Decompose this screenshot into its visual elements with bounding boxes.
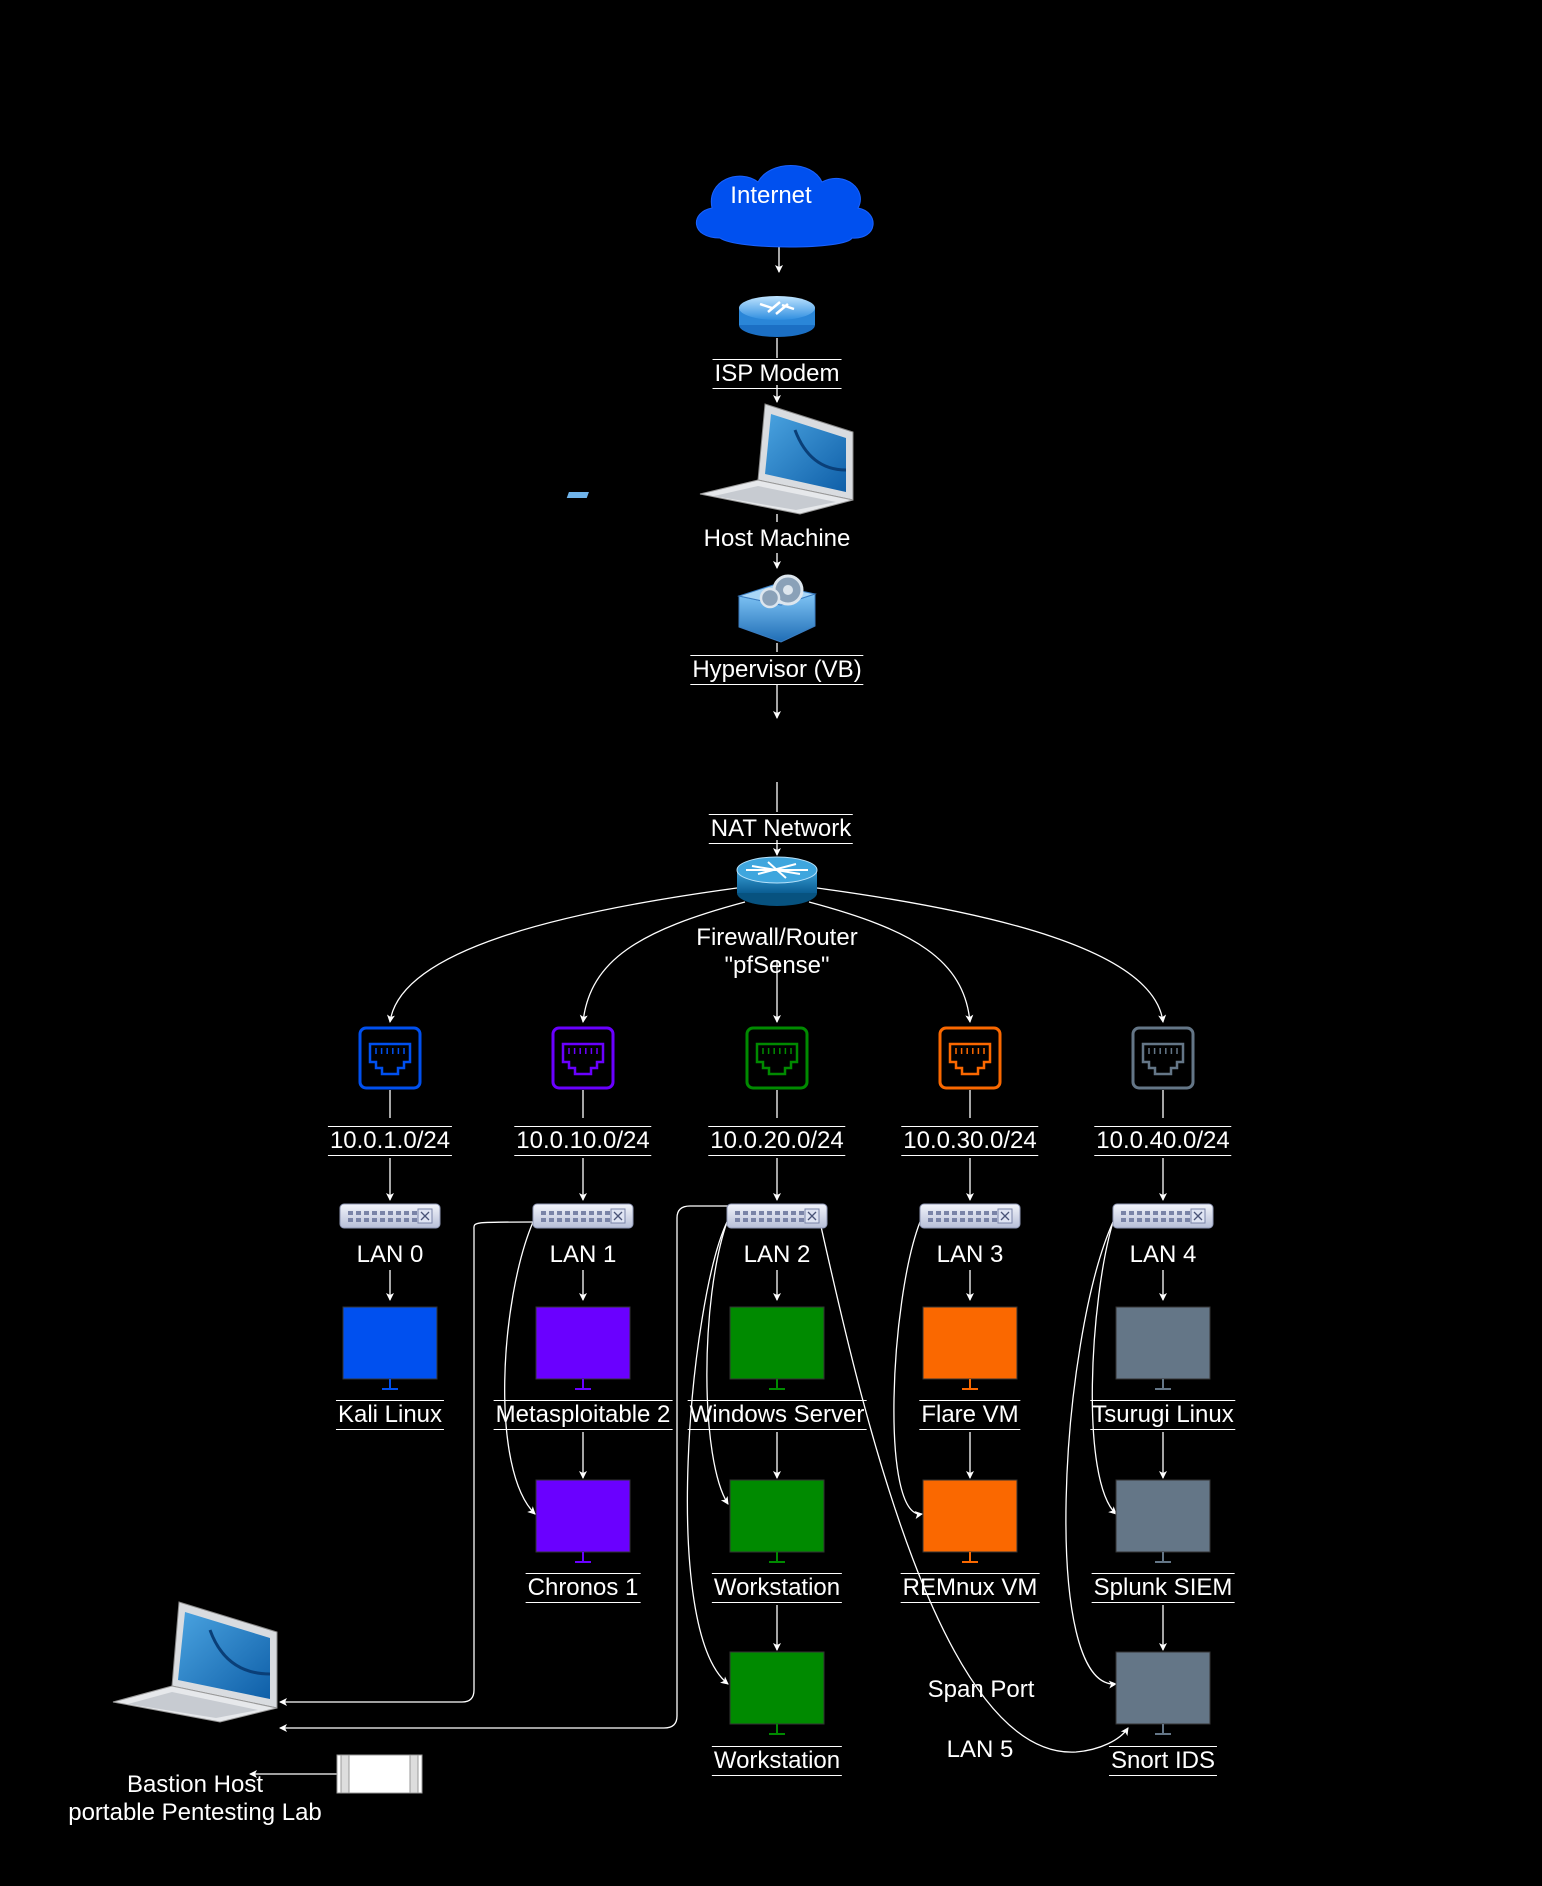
firewall-label: Firewall/Router "pfSense" bbox=[696, 924, 857, 980]
monitor-icon bbox=[922, 1479, 1018, 1563]
connector-line bbox=[706, 1221, 729, 1505]
subnet-label: 10.0.30.0/24 bbox=[901, 1126, 1039, 1156]
host-label: Splunk SIEM bbox=[1091, 1573, 1235, 1603]
connector-line bbox=[504, 1221, 536, 1515]
bastion-host-name: Bastion Host bbox=[126, 1771, 264, 1798]
connector-line bbox=[279, 1221, 534, 1706]
lan-1 bbox=[532, 1026, 634, 1563]
lan-3 bbox=[919, 1026, 1021, 1563]
host-label: Workstation bbox=[711, 1573, 843, 1603]
connector-line bbox=[1065, 1221, 1117, 1689]
host-machine-label: Host Machine bbox=[703, 525, 851, 552]
ethernet-port-icon bbox=[551, 1026, 615, 1090]
connector-line bbox=[579, 901, 746, 1023]
isp-modem-label: ISP Modem bbox=[712, 359, 842, 389]
hypervisor-label: Hypervisor (VB) bbox=[690, 655, 864, 685]
connector-line bbox=[808, 901, 974, 1023]
subnet-label: 10.0.20.0/24 bbox=[708, 1126, 846, 1156]
network-switch-icon bbox=[726, 1203, 828, 1229]
host-label: Tsurugi Linux bbox=[1090, 1400, 1236, 1430]
firewall-software: "pfSense" bbox=[724, 952, 830, 979]
lan5-label: LAN 5 bbox=[947, 1736, 1014, 1763]
host-label: Chronos 1 bbox=[525, 1573, 641, 1603]
router-icon bbox=[739, 296, 815, 337]
span-port-label: Span Port bbox=[928, 1676, 1035, 1703]
host-label: Workstation bbox=[711, 1746, 843, 1776]
monitor-icon bbox=[1115, 1651, 1211, 1735]
ethernet-port-icon bbox=[1131, 1026, 1195, 1090]
connector-line bbox=[387, 887, 738, 1023]
network-switch-icon bbox=[919, 1203, 1021, 1229]
monitor-icon bbox=[535, 1479, 631, 1563]
connector-line bbox=[816, 887, 1167, 1023]
usb-drive-icon bbox=[336, 1754, 423, 1794]
hypervisor-icon bbox=[737, 574, 817, 643]
ethernet-port-icon bbox=[938, 1026, 1002, 1090]
switch-label: LAN 1 bbox=[549, 1241, 617, 1268]
host-label: Windows Server bbox=[687, 1400, 867, 1430]
host-label: Metasploitable 2 bbox=[493, 1400, 673, 1430]
connector-lines bbox=[249, 244, 1167, 1778]
lan-0 bbox=[339, 1026, 441, 1390]
nat-network-label: NAT Network bbox=[708, 814, 854, 844]
subnet-label: 10.0.10.0/24 bbox=[514, 1126, 652, 1156]
monitor-icon bbox=[1115, 1306, 1211, 1390]
internet-label: Internet bbox=[730, 182, 812, 209]
monitor-icon bbox=[1115, 1479, 1211, 1563]
host-label: Kali Linux bbox=[335, 1400, 445, 1430]
connector-line bbox=[279, 1205, 735, 1732]
bastion-host-label: Bastion Host portable Pentesting Lab bbox=[68, 1771, 322, 1827]
switch-label: LAN 0 bbox=[356, 1241, 424, 1268]
lan-2 bbox=[726, 1026, 828, 1735]
network-switch-icon bbox=[532, 1203, 634, 1229]
subnet-label: 10.0.40.0/24 bbox=[1094, 1126, 1232, 1156]
firewall-name: Firewall/Router bbox=[696, 924, 858, 951]
switch-label: LAN 4 bbox=[1129, 1241, 1197, 1268]
connector-line bbox=[819, 1221, 1129, 1753]
monitor-icon bbox=[535, 1306, 631, 1390]
ethernet-port-icon bbox=[358, 1026, 422, 1090]
firewall-router-icon bbox=[736, 856, 818, 906]
network-switch-icon bbox=[1112, 1203, 1214, 1229]
monitor-icon bbox=[729, 1306, 825, 1390]
subnet-label: 10.0.1.0/24 bbox=[327, 1126, 453, 1156]
cloud-icon bbox=[695, 165, 874, 248]
laptop-icon bbox=[566, 403, 854, 515]
host-label: REMnux VM bbox=[900, 1573, 1040, 1603]
switch-label: LAN 3 bbox=[936, 1241, 1004, 1268]
connector-line bbox=[1091, 1221, 1117, 1515]
lan-4 bbox=[1112, 1026, 1214, 1735]
host-label: Snort IDS bbox=[1108, 1746, 1218, 1776]
monitor-icon bbox=[342, 1306, 438, 1390]
monitor-icon bbox=[729, 1651, 825, 1735]
connector-line bbox=[686, 1221, 729, 1685]
laptop-icon bbox=[112, 1601, 278, 1723]
network-switch-icon bbox=[339, 1203, 441, 1229]
ethernet-port-icon bbox=[745, 1026, 809, 1090]
connector-line bbox=[893, 1221, 923, 1519]
monitor-icon bbox=[729, 1479, 825, 1563]
lan-segments bbox=[339, 1026, 1214, 1735]
bastion-host-desc: portable Pentesting Lab bbox=[68, 1799, 322, 1826]
monitor-icon bbox=[922, 1306, 1018, 1390]
host-label: Flare VM bbox=[919, 1400, 1021, 1430]
switch-label: LAN 2 bbox=[743, 1241, 811, 1268]
